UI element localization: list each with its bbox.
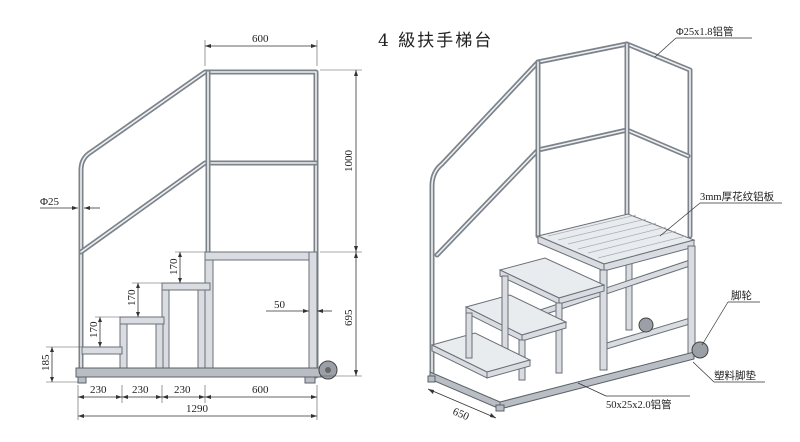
- iso-platform: [536, 213, 696, 371]
- label-wheel: 脚轮: [701, 289, 760, 346]
- dim-top-600: 600: [204, 33, 318, 66]
- front-handrail: [78, 69, 319, 379]
- dim-label: 600: [252, 384, 269, 396]
- dim-label: 1000: [343, 150, 355, 173]
- label-frame-spec: 50x25x2.0铝管: [577, 382, 690, 411]
- dim-bottom-chain: 230 230 230 600 1290: [77, 384, 318, 420]
- dim-695: 695: [320, 252, 362, 377]
- dim-label: 650: [451, 406, 471, 424]
- dim-tube-dia: Φ25: [40, 196, 100, 210]
- label-tube-spec: Φ25x1.8铝管: [654, 25, 752, 58]
- iso-view: Φ25x1.8铝管 3mm厚花纹铝板 脚轮 塑料脚垫 50x25x2.0铝管 6…: [427, 25, 782, 424]
- dim-label: 230: [90, 384, 107, 396]
- dim-step-170-low: 170: [88, 316, 120, 347]
- iso-wheel-back: [638, 317, 654, 333]
- dim-label: 170: [126, 289, 138, 306]
- dim-label: 170: [168, 258, 180, 275]
- iso-wheel-front: [691, 341, 709, 359]
- dim-185: 185: [40, 346, 82, 383]
- callout-text: 塑料脚垫: [714, 369, 756, 382]
- iso-base: [427, 317, 709, 412]
- label-foot-pad: 塑料脚垫: [692, 361, 765, 383]
- callout-text: Φ25x1.8铝管: [676, 25, 734, 38]
- dim-label: 185: [40, 354, 52, 371]
- front-view: 600 1000 695 170 170: [40, 33, 362, 420]
- dim-label: 230: [174, 384, 191, 396]
- dim-label: Φ25: [40, 196, 60, 208]
- drawing-title: 4 級扶手梯台: [378, 31, 493, 51]
- dim-depth-650: 650: [427, 388, 497, 424]
- dim-label: 170: [88, 321, 100, 338]
- callout-text: 脚轮: [731, 289, 752, 302]
- iso-step-3: [498, 257, 606, 374]
- callout-text: 50x25x2.0铝管: [606, 398, 672, 411]
- label-tread-spec: 3mm厚花纹铝板: [659, 190, 782, 237]
- iso-handrail: [429, 41, 693, 375]
- callout-text: 3mm厚花纹铝板: [700, 190, 775, 203]
- dim-gap-50: 50: [266, 299, 332, 313]
- front-frame: [75, 251, 338, 384]
- dim-step-170-top: 170: [168, 251, 205, 283]
- iso-step-2: [464, 275, 568, 381]
- dim-1000: 1000: [320, 69, 362, 253]
- dim-label: 695: [343, 309, 355, 326]
- dim-label: 1290: [186, 403, 209, 415]
- dim-label: 230: [132, 384, 149, 396]
- iso-step-1: [430, 312, 532, 379]
- dim-step-170-mid: 170: [126, 282, 162, 317]
- dim-label: 50: [274, 299, 286, 311]
- dim-label: 600: [252, 33, 269, 45]
